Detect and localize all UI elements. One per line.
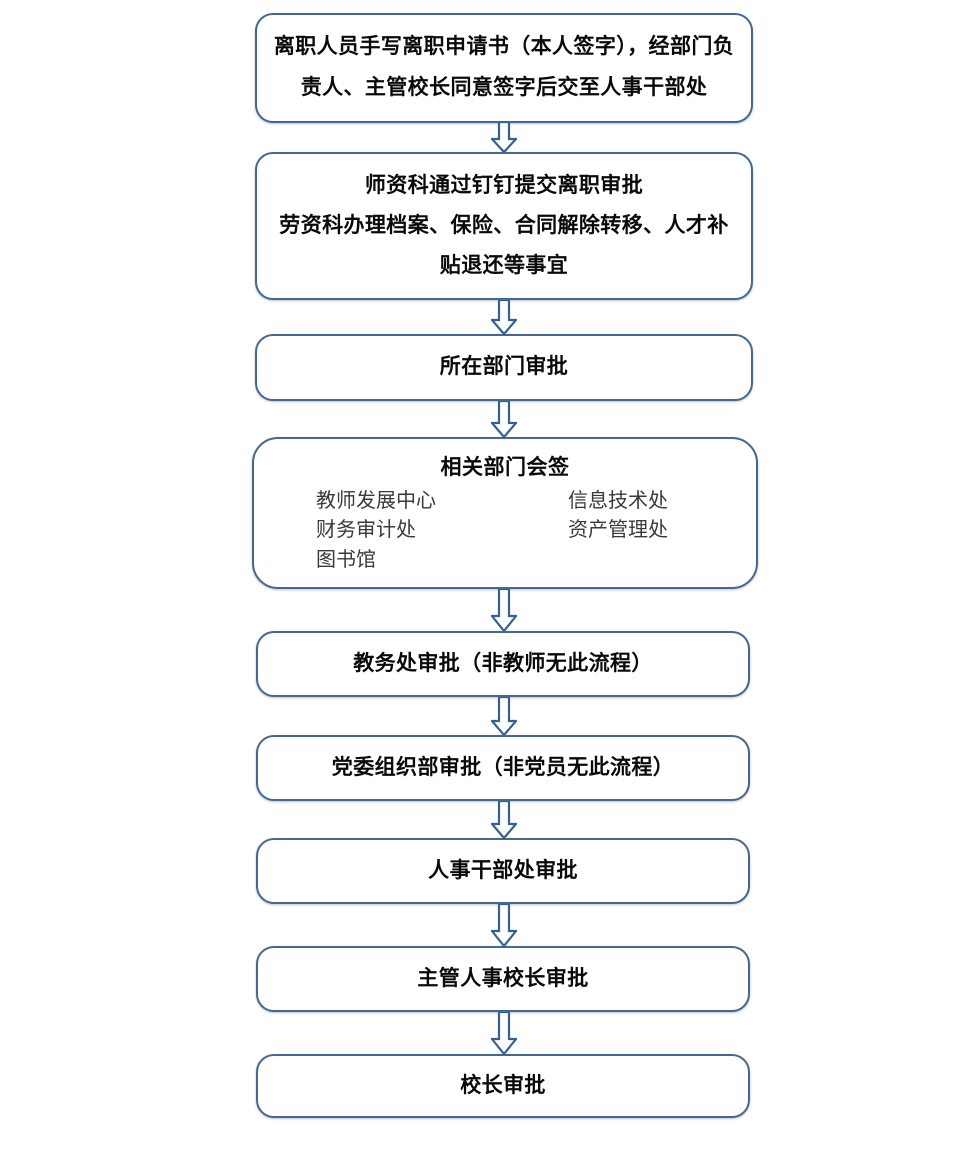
arrow-node2-to-node3 <box>491 300 517 335</box>
academic-affairs-approval-step: 教务处审批（非教师无此流程） <box>256 631 750 697</box>
node-5-text: 教务处审批（非教师无此流程） <box>353 651 653 675</box>
dept-asset-management-office: 资产管理处 <box>568 519 668 542</box>
node-8-text: 主管人事校长审批 <box>417 966 589 990</box>
related-departments-cosign-step: 相关部门会签 教师发展中心 信息技术处 财务审计处 资产管理处 图书馆 <box>252 437 758 589</box>
arrow-node6-to-node7 <box>491 801 517 839</box>
arrow-node3-to-node4 <box>491 401 517 438</box>
party-committee-approval-step: 党委组织部审批（非党员无此流程） <box>256 735 750 801</box>
node-7-text: 人事干部处审批 <box>428 858 578 882</box>
dept-library: 图书馆 <box>316 548 376 571</box>
resignation-application-step: 离职人员手写离职申请书（本人签字），经部门负 责人、主管校长同意签字后交至人事干… <box>255 13 753 123</box>
dept-finance-audit-office: 财务审计处 <box>316 519 416 542</box>
arrow-node4-to-node5 <box>491 589 517 632</box>
node-6-text: 党委组织部审批（非党员无此流程） <box>331 755 675 779</box>
president-approval-step: 校长审批 <box>256 1054 750 1118</box>
submit-via-dingtalk-step: 师资科通过钉钉提交离职审批 劳资科办理档案、保险、合同解除转移、人才补 贴退还等… <box>255 152 753 300</box>
dept-empty-slot <box>568 546 756 574</box>
node-9-text: 校长审批 <box>460 1073 546 1097</box>
arrow-node7-to-node8 <box>491 904 517 947</box>
department-approval-step: 所在部门审批 <box>255 334 753 401</box>
arrow-node5-to-node6 <box>491 697 517 736</box>
arrow-node1-to-node2 <box>491 122 517 153</box>
vice-president-approval-step: 主管人事校长审批 <box>256 946 750 1012</box>
node-2-text: 师资科通过钉钉提交离职审批 劳资科办理档案、保险、合同解除转移、人才补 贴退还等… <box>279 173 729 278</box>
personnel-office-approval-step: 人事干部处审批 <box>256 838 750 904</box>
department-list: 教师发展中心 信息技术处 财务审计处 资产管理处 图书馆 <box>254 487 756 574</box>
node-1-text: 离职人员手写离职申请书（本人签字），经部门负 责人、主管校长同意签字后交至人事干… <box>273 35 735 99</box>
node-3-text: 所在部门审批 <box>439 355 569 379</box>
dept-information-technology-office: 信息技术处 <box>568 490 668 512</box>
dept-teacher-development-center: 教师发展中心 <box>316 490 436 512</box>
cosign-title: 相关部门会签 <box>440 456 570 479</box>
arrow-node8-to-node9 <box>491 1012 517 1055</box>
